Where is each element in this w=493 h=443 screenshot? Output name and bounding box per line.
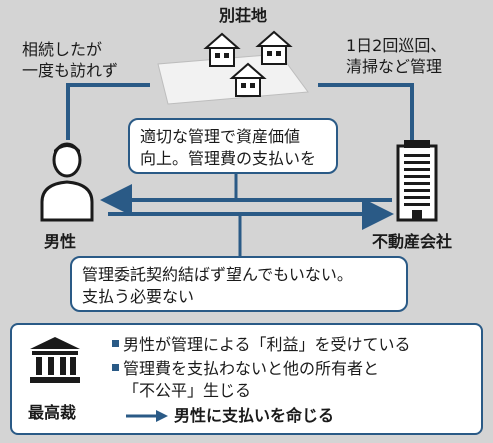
villa-title: 別荘地 <box>219 6 268 25</box>
ruling-point-1-text: 男性が管理による「利益」を受けている <box>123 335 411 354</box>
man-label: 男性 <box>44 232 77 251</box>
patrol-note-line1: 1日2回巡回、 <box>346 36 447 55</box>
company-label: 不動産会社 <box>372 232 453 251</box>
company-claim-line2: 向上。管理費の支払いを <box>140 149 317 168</box>
ruling-point-2: 管理費を支払わないと他の所有者と <box>112 359 379 379</box>
office-building-icon <box>396 140 438 222</box>
bullet-square-icon <box>112 364 119 371</box>
man-icon <box>40 142 94 222</box>
bullet-square-icon <box>112 340 119 347</box>
ruling-point-1: 男性が管理による「利益」を受けている <box>112 335 411 355</box>
ruling-point-2-continued: 「不公平」生じる <box>123 381 252 400</box>
courthouse-icon <box>30 337 80 383</box>
right-arrow-icon <box>126 410 168 422</box>
inherited-note-line1: 相続したが <box>22 40 103 59</box>
villa-to-man-line <box>66 83 150 140</box>
ruling-point-2-text: 管理費を支払わないと他の所有者と <box>123 359 380 378</box>
ruling-conclusion: 男性に支払いを命じる <box>174 406 335 425</box>
man-claim-line1: 管理委託契約結ばず望んでもいない。 <box>82 265 353 284</box>
villa-houses-icon <box>157 30 309 105</box>
supreme-court-label: 最高裁 <box>28 403 77 422</box>
company-claim-line1: 適切な管理で資産価値 <box>140 127 301 146</box>
man-claim-bubble: 管理委託契約結ばず望んでもいない。 支払う必要ない <box>70 256 408 312</box>
supreme-court-ruling-box: 最高裁 男性が管理による「利益」を受けている 管理費を支払わないと他の所有者と … <box>10 323 483 435</box>
patrol-note-line2: 清掃など管理 <box>346 57 443 76</box>
company-claim-bubble: 適切な管理で資産価値 向上。管理費の支払いを <box>128 118 338 174</box>
inherited-note-line2: 一度も訪れず <box>22 61 119 80</box>
villa-to-company-line <box>318 83 414 140</box>
man-claim-line2: 支払う必要ない <box>82 287 195 306</box>
